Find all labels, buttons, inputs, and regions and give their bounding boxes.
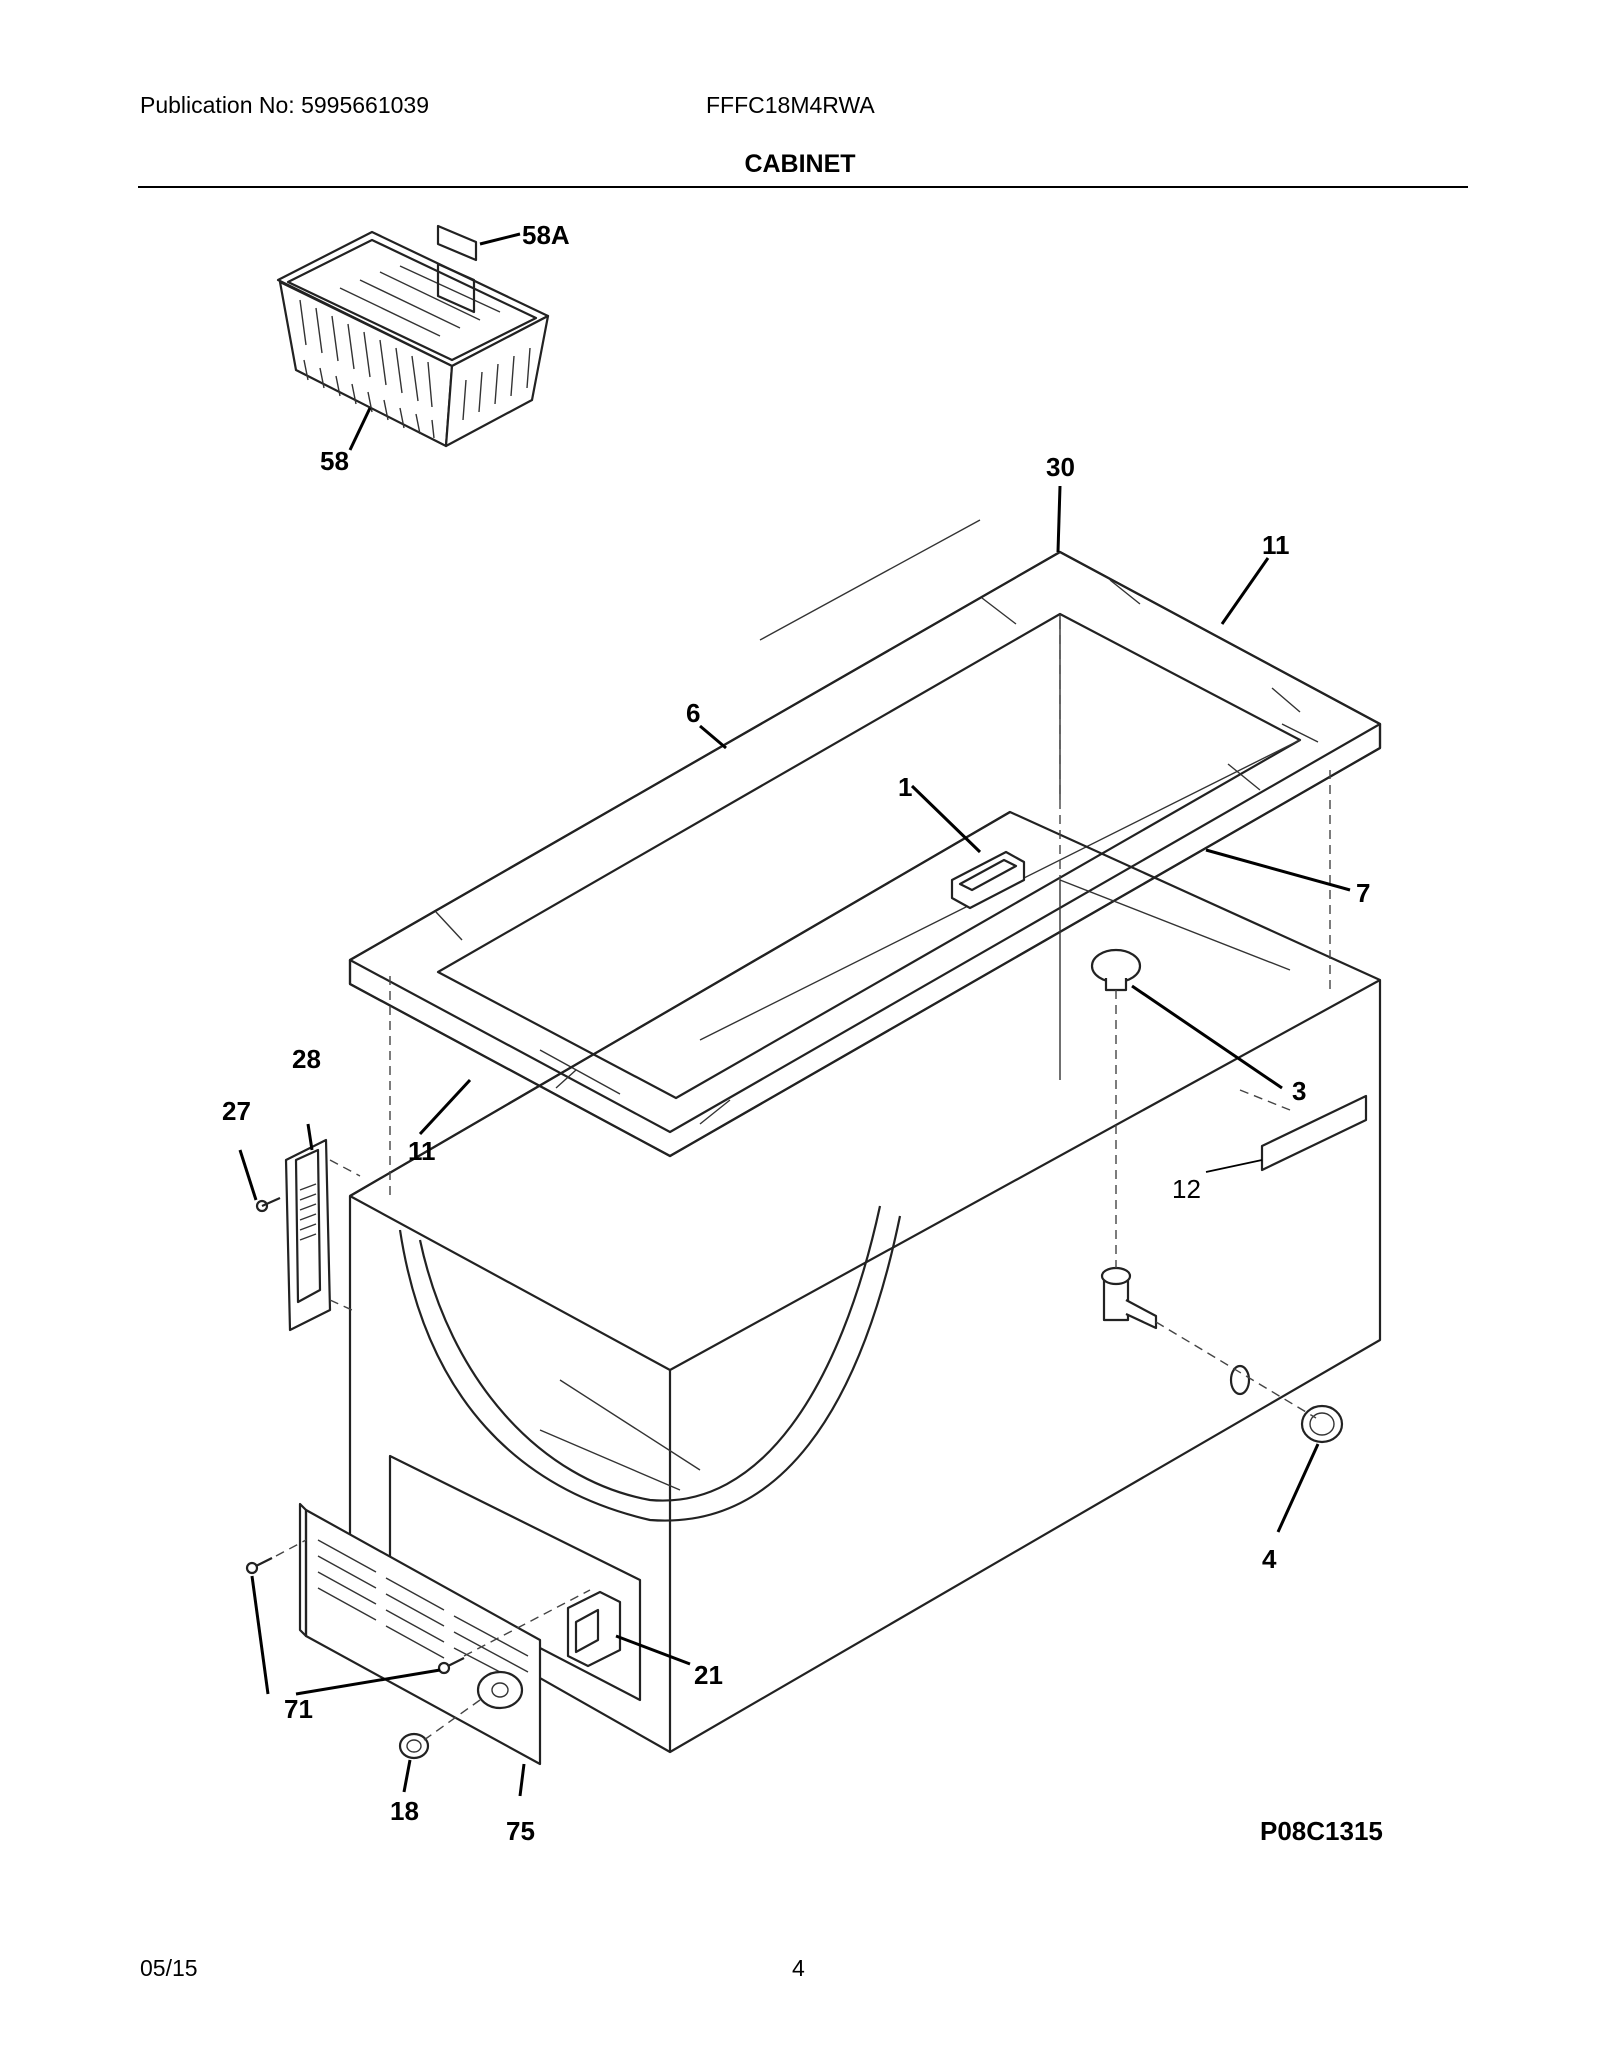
lamp-housing <box>950 850 1026 910</box>
callout-58: 58 <box>320 446 349 476</box>
basket-part <box>276 224 550 448</box>
hinge-assembly <box>255 1138 332 1332</box>
diagram-code: P08C1315 <box>1260 1816 1383 1846</box>
drain-assembly <box>1090 948 1344 1444</box>
cabinet-body <box>348 810 1382 1754</box>
callout-4: 4 <box>1262 1544 1277 1574</box>
page-number: 4 <box>792 1955 805 1981</box>
callout-30: 30 <box>1046 452 1075 482</box>
callout-27: 27 <box>222 1096 251 1126</box>
label-plate <box>1260 1094 1368 1172</box>
callout-labels: 58A 58 30 11 6 1 7 3 28 27 11 12 4 21 71… <box>222 220 1383 1846</box>
gasket-frame <box>348 519 1382 1158</box>
publication-number: Publication No: 5995661039 <box>140 92 430 118</box>
footer-date: 05/15 <box>140 1955 198 1981</box>
callout-18: 18 <box>390 1796 419 1826</box>
callout-11-top: 11 <box>1262 530 1290 560</box>
callout-1: 1 <box>898 772 912 802</box>
callout-11-bottom: 11 <box>408 1136 436 1166</box>
model-number: FFFC18M4RWA <box>706 92 875 118</box>
section-title: CABINET <box>744 150 856 178</box>
front-grille <box>298 1502 542 1766</box>
callout-6: 6 <box>686 698 700 728</box>
grille-screws <box>245 1557 465 1675</box>
leader-lines <box>238 232 1351 1797</box>
callout-12: 12 <box>1172 1174 1201 1204</box>
header-rule <box>138 186 1468 188</box>
callout-21: 21 <box>694 1660 723 1690</box>
callout-3: 3 <box>1292 1076 1306 1106</box>
callout-71: 71 <box>284 1694 313 1724</box>
callout-58a: 58A <box>522 220 570 250</box>
callout-75: 75 <box>506 1816 535 1846</box>
callout-28: 28 <box>292 1044 321 1074</box>
plug-button <box>398 1732 430 1760</box>
callout-7: 7 <box>1356 878 1370 908</box>
alignment-lines <box>275 620 1331 1741</box>
lamp-switch <box>566 1590 622 1668</box>
